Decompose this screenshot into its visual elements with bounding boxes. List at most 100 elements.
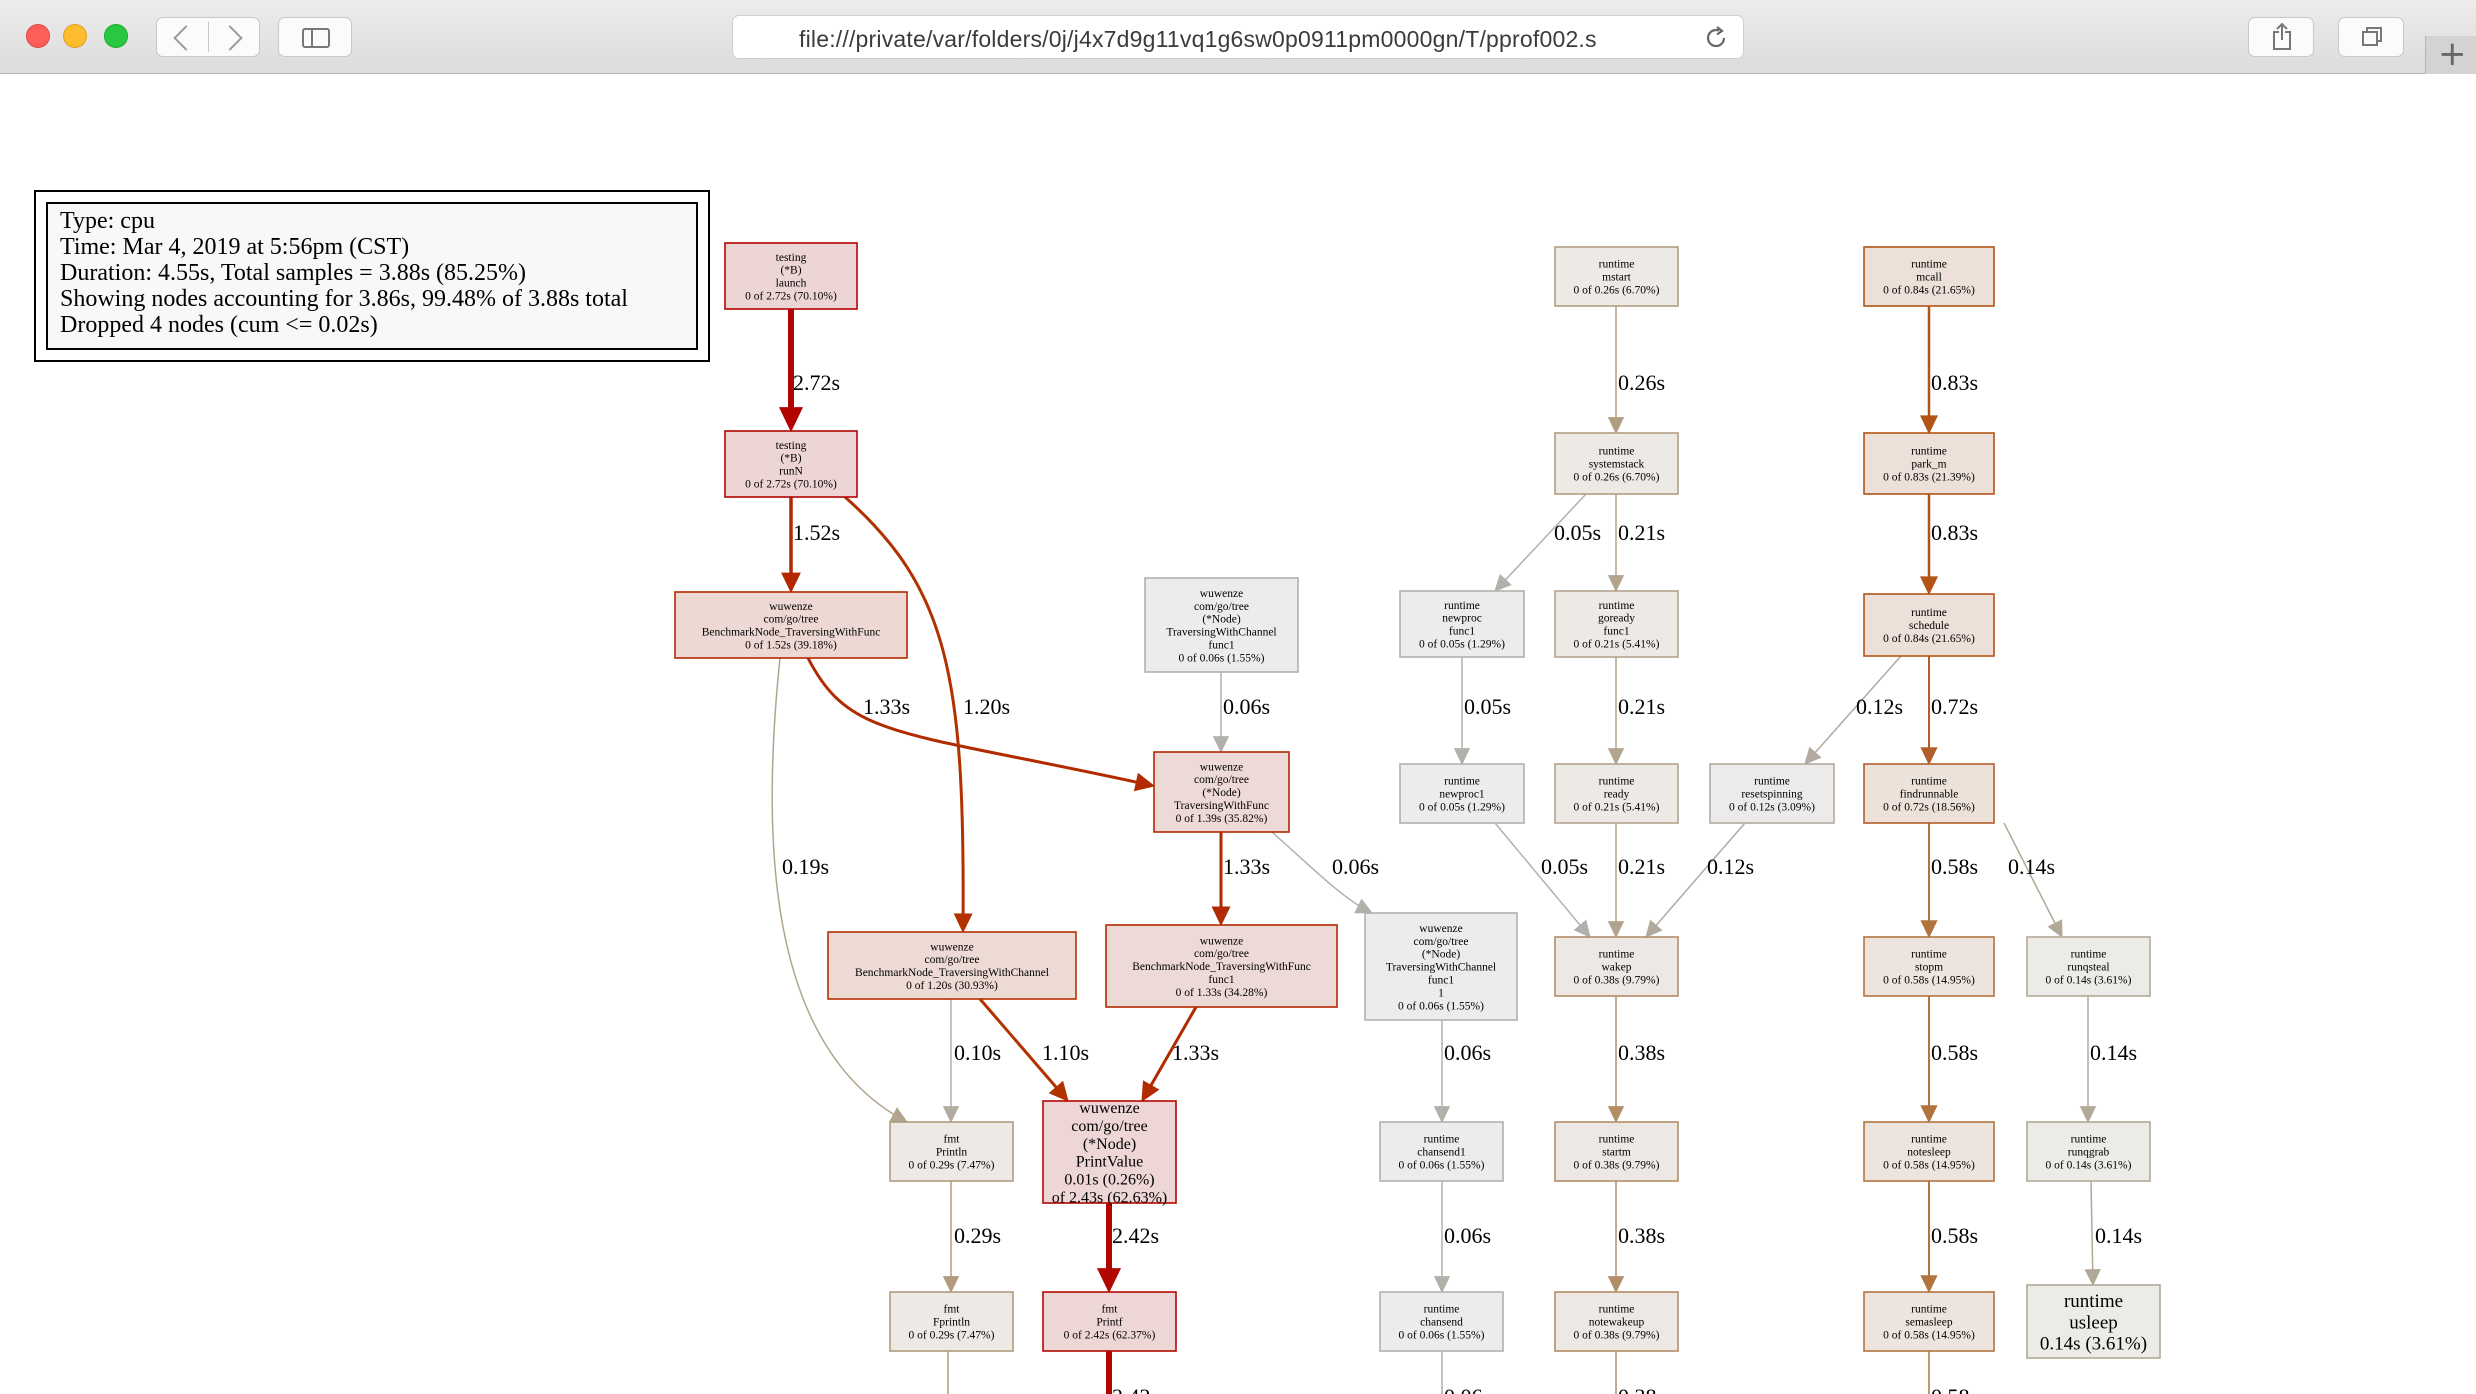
edge-line[interactable] xyxy=(2003,822,2063,938)
node-box[interactable] xyxy=(1554,246,1679,307)
node-trav_chan_func1[interactable]: wuwenzecom/go/tree(*Node)TraversingWithC… xyxy=(1144,577,1299,673)
edge-schedule-to-resetspinning[interactable]: 0.12s xyxy=(1804,655,1903,765)
edge-park_m-to-schedule[interactable]: 0.83s xyxy=(1919,494,1978,596)
edge-runqsteal-to-runqgrab[interactable]: 0.14s xyxy=(2079,996,2137,1124)
node-box[interactable] xyxy=(2026,936,2151,997)
back-arrow-icon[interactable] xyxy=(173,25,199,51)
node-box[interactable] xyxy=(1554,1121,1679,1182)
new-tab-button[interactable]: + xyxy=(2425,34,2476,74)
node-box[interactable] xyxy=(889,1121,1014,1182)
edge-resetspinning-to-wakep[interactable]: 0.12s xyxy=(1645,822,1754,938)
edge-trav_chan_func1_1-to-chansend1[interactable]: 0.06s xyxy=(1433,1020,1491,1124)
node-box[interactable] xyxy=(1863,763,1995,824)
node-trav_chan_func1_1[interactable]: wuwenzecom/go/tree(*Node)TraversingWithC… xyxy=(1364,912,1518,1021)
edge-findrunnable-to-runqsteal[interactable]: 0.14s xyxy=(2003,822,2063,939)
edge-line[interactable] xyxy=(844,495,965,933)
edge-notesleep-to-semasleep[interactable]: 0.58s xyxy=(1920,1181,1978,1294)
node-box[interactable] xyxy=(724,242,858,310)
node-box[interactable] xyxy=(1554,936,1679,997)
edge-chansend1-to-chansend[interactable]: 0.06s xyxy=(1433,1181,1491,1294)
reload-icon[interactable] xyxy=(1703,25,1729,51)
node-box[interactable] xyxy=(1399,763,1525,824)
edge-launch-to-runN[interactable]: 2.72s xyxy=(778,309,840,433)
node-box[interactable] xyxy=(1379,1291,1504,1352)
node-box[interactable] xyxy=(889,1291,1014,1352)
edge-line[interactable] xyxy=(806,657,1155,788)
node-box[interactable] xyxy=(1144,577,1299,673)
edge-systemstack-to-goready_func1[interactable]: 0.21s xyxy=(1607,494,1665,593)
edge-trav_func-to-bench_func_func1[interactable]: 1.33s xyxy=(1211,832,1270,927)
edge-line[interactable] xyxy=(771,657,908,1123)
forward-arrow-icon[interactable] xyxy=(217,25,243,51)
node-trav_func[interactable]: wuwenzecom/go/tree(*Node)TraversingWithF… xyxy=(1153,751,1290,833)
edge-bench_chan-to-printvalue[interactable]: 1.10s xyxy=(978,998,1089,1102)
edge-line[interactable] xyxy=(1804,655,1902,765)
node-box[interactable] xyxy=(2026,1121,2151,1182)
edge-runqgrab-to-usleep[interactable]: 0.14s xyxy=(2084,1180,2142,1287)
node-box[interactable] xyxy=(1863,432,1995,495)
edge-trav_chan_func1-to-trav_func[interactable]: 0.06s xyxy=(1212,672,1270,754)
node-box[interactable] xyxy=(1042,1291,1177,1352)
edge-startm-to-notewakeup[interactable]: 0.38s xyxy=(1607,1181,1665,1294)
edge-ready-to-wakep[interactable]: 0.21s xyxy=(1607,823,1665,939)
node-box[interactable] xyxy=(1364,912,1518,1021)
sidebar-button[interactable] xyxy=(278,17,352,57)
edge-systemstack-to-newproc_func1[interactable]: 0.05s xyxy=(1494,493,1601,592)
edge-println-to-fprintln[interactable]: 0.29s xyxy=(942,1181,1001,1294)
edge-stopm-to-notesleep[interactable]: 0.58s xyxy=(1920,996,1978,1124)
node-box[interactable] xyxy=(724,430,858,498)
address-bar[interactable]: file:///private/var/folders/0j/j4x7d9g11… xyxy=(732,15,1744,59)
edge-bench_func-to-println[interactable]: 0.19s xyxy=(771,657,909,1123)
node-bench_chan[interactable]: wuwenzecom/go/treeBenchmarkNode_Traversi… xyxy=(827,931,1077,1000)
node-box[interactable] xyxy=(1042,1100,1177,1204)
edge-wakep-to-startm[interactable]: 0.38s xyxy=(1607,996,1665,1124)
node-printvalue[interactable]: wuwenzecom/go/tree(*Node)PrintValue0.01s… xyxy=(1042,1100,1177,1207)
node-box[interactable] xyxy=(1863,1121,1995,1182)
share-button[interactable] xyxy=(2248,17,2314,57)
node-box[interactable] xyxy=(1863,593,1995,657)
edge-bench_chan-to-println[interactable]: 0.10s xyxy=(942,999,1001,1124)
node-box[interactable] xyxy=(1554,590,1679,658)
node-box[interactable] xyxy=(1863,246,1995,307)
edge-printvalue-to-printf[interactable]: 2.42s xyxy=(1096,1203,1159,1294)
node-box[interactable] xyxy=(1105,924,1338,1008)
close-window-icon[interactable] xyxy=(26,24,50,48)
node-box[interactable] xyxy=(1863,936,1995,997)
node-box[interactable] xyxy=(827,931,1077,1000)
node-box[interactable] xyxy=(1863,1291,1995,1352)
edge-line[interactable] xyxy=(1494,822,1591,938)
minimize-window-icon[interactable] xyxy=(63,24,87,48)
node-box[interactable] xyxy=(1554,763,1679,824)
edge-mstart-to-systemstack[interactable]: 0.26s xyxy=(1607,306,1665,435)
edge-mcall-to-park_m[interactable]: 0.83s xyxy=(1919,306,1978,435)
edge-trav_func-to-trav_chan_func1_1[interactable]: 0.06s xyxy=(1271,831,1379,914)
node-box[interactable] xyxy=(674,591,908,659)
node-box[interactable] xyxy=(2026,1284,2161,1359)
tabs-overview-button[interactable] xyxy=(2338,17,2404,57)
node-box[interactable] xyxy=(1379,1121,1504,1182)
node-box[interactable] xyxy=(1153,751,1290,833)
edge-bench_func_func1-to-printvalue[interactable]: 1.33s xyxy=(1140,1006,1219,1102)
